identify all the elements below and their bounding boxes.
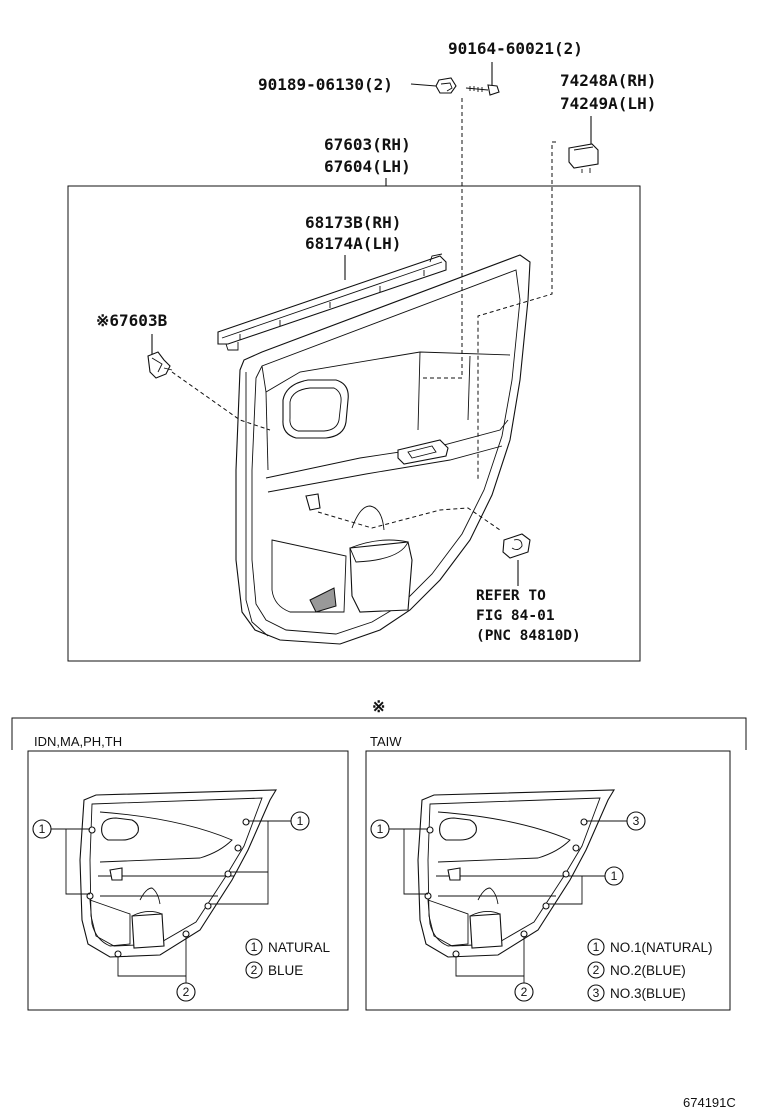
dash-bezel xyxy=(477,141,556,480)
mini-door-left xyxy=(79,789,277,958)
refer-line-1: REFER TO xyxy=(476,588,546,604)
svg-text:3: 3 xyxy=(633,814,640,828)
part-label-68173: 68173B(RH) xyxy=(305,213,401,232)
clip-nut-icon xyxy=(435,77,457,94)
svg-text:3: 3 xyxy=(593,986,600,1000)
svg-text:2: 2 xyxy=(183,985,190,999)
callout-right-1: 1 xyxy=(210,811,310,905)
callout-bottom-2: 2 xyxy=(117,936,196,1002)
switch-bezel-icon xyxy=(568,143,599,173)
svg-text:2: 2 xyxy=(251,963,258,977)
legend-right: 1 NO.1(NATURAL) 2 NO.2(BLUE) 3 NO.3(BLUE… xyxy=(587,938,713,1002)
region-label-left: IDN,MA,PH,TH xyxy=(34,734,122,749)
part-label-67603: 67603(RH) xyxy=(324,135,411,154)
svg-text:1: 1 xyxy=(297,814,304,828)
svg-text:2: 2 xyxy=(593,963,600,977)
callout-right-panel-2: 2 xyxy=(455,936,534,1002)
part-label-67603b: ※67603B xyxy=(96,311,168,330)
region-label-right: TAIW xyxy=(370,734,402,749)
refer-line-2: FIG 84-01 xyxy=(476,608,555,624)
leader-90189 xyxy=(410,83,437,87)
part-label-74248: 74248A(RH) xyxy=(560,71,656,90)
legend-left: 1 NATURAL 2 BLUE xyxy=(245,938,331,979)
legend-left-text-2: BLUE xyxy=(268,963,303,978)
legend-right-text-2: NO.2(BLUE) xyxy=(610,963,686,978)
svg-text:1: 1 xyxy=(611,869,618,883)
window-switch-icon xyxy=(502,533,531,559)
dash-switch xyxy=(317,507,501,531)
dash-nut xyxy=(420,98,463,379)
callout-right-panel-left-1: 1 xyxy=(370,819,428,895)
panel-right xyxy=(365,750,731,1011)
refer-line-3: (PNC 84810D) xyxy=(476,628,581,644)
svg-text:1: 1 xyxy=(377,822,384,836)
mini-door-right xyxy=(417,789,615,958)
panel-left xyxy=(27,750,349,1011)
push-clip-icon xyxy=(147,351,173,379)
note-bracket xyxy=(11,717,747,750)
part-label-90189: 90189-06130(2) xyxy=(258,75,393,94)
screw-icon xyxy=(465,84,500,96)
legend-left-text-1: NATURAL xyxy=(268,940,331,955)
svg-text:2: 2 xyxy=(521,985,528,999)
svg-text:1: 1 xyxy=(39,822,46,836)
callout-right-panel-3: 3 xyxy=(586,811,646,831)
weatherstrip-icon xyxy=(217,253,447,351)
note-mark: ※ xyxy=(372,697,385,716)
figure-id: 674191C xyxy=(683,1095,736,1110)
assembly-frame xyxy=(67,185,641,662)
part-label-67604: 67604(LH) xyxy=(324,157,411,176)
callout-left-1: 1 xyxy=(32,819,90,895)
legend-right-text-1: NO.1(NATURAL) xyxy=(610,940,713,955)
svg-text:1: 1 xyxy=(593,940,600,954)
part-label-68174: 68174A(LH) xyxy=(305,234,401,253)
legend-right-text-3: NO.3(BLUE) xyxy=(610,986,686,1001)
part-label-90164: 90164-60021(2) xyxy=(448,39,583,58)
svg-text:1: 1 xyxy=(251,940,258,954)
door-trim-panel xyxy=(235,254,531,645)
part-label-74249: 74249A(LH) xyxy=(560,94,656,113)
callout-right-panel-1: 1 xyxy=(548,866,624,905)
